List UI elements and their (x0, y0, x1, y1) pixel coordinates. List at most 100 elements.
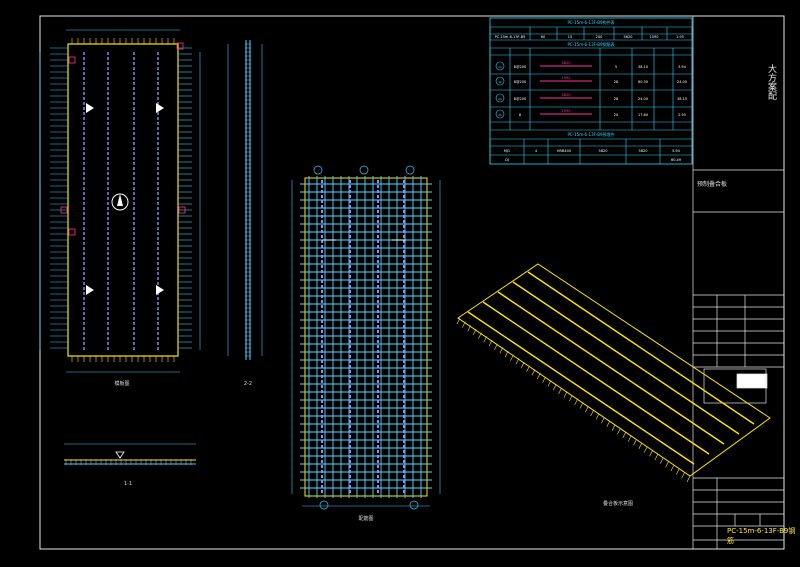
rebar-length: 5820 (562, 61, 571, 65)
embed-cell: MJ1 (504, 149, 510, 153)
iso-bar-end (520, 361, 525, 369)
rebar-spec: 8 (519, 113, 521, 117)
drawing-side-title: 大方案配 (766, 64, 776, 100)
iso-bar-end (590, 409, 594, 416)
iso-bar-end (681, 472, 685, 479)
main-table-cell: 60 (541, 35, 545, 39)
iso-truss-bar (512, 281, 740, 435)
title-block (692, 16, 784, 549)
rebar-id-bubble (495, 61, 505, 71)
rebar-bubble (409, 500, 419, 510)
section22-label: 2-2 (244, 381, 252, 387)
iso-bar-end (606, 420, 611, 428)
rebar-count: 20 (614, 113, 618, 117)
iso-bar-end (601, 417, 605, 424)
rebar-id: 1a (498, 65, 502, 69)
rebar-weight: 17.60 (638, 113, 648, 117)
iso-bar-end (659, 457, 664, 464)
iso-bar-end (611, 424, 616, 431)
iso-bar-end (627, 435, 632, 442)
iso-bar-end (595, 413, 600, 420)
iso-bar-end (499, 347, 504, 354)
rebar-count: 28 (614, 80, 618, 84)
rebar-total: 3.94 (678, 65, 687, 69)
embed-cell: DJ (505, 158, 509, 162)
rebar-length: 1590 (562, 109, 571, 113)
iso-bar-end (483, 336, 488, 343)
iso-slab-outline (457, 263, 771, 477)
embed-cell: 5820 (639, 149, 648, 153)
rebar-total: 2.95 (678, 113, 686, 117)
rebar-id: 2a (498, 97, 502, 101)
iso-truss-bar (482, 301, 710, 455)
iso-bar-end (456, 317, 461, 325)
rebar-id-bubble (495, 109, 505, 119)
rebar-length: 1990 (562, 76, 571, 80)
rebar-count: 5 (615, 65, 617, 69)
iso-truss-bar (467, 311, 695, 465)
rebar-bubble (313, 165, 323, 175)
iso-bar-end (569, 395, 573, 402)
rebar-id-bubble (495, 76, 505, 86)
rebar-plan-label: 配筋图 (358, 515, 373, 522)
embed-mark (178, 206, 186, 214)
iso-bar-end (478, 332, 482, 339)
drawing-number: PC-15m-6-13F-B9钢筋 (727, 527, 796, 545)
iso-bar-end (536, 372, 541, 380)
iso-bar-end (531, 369, 536, 376)
rebar-bubble (319, 500, 329, 510)
rebar-plan-outline (304, 177, 428, 497)
rebar-id: 2b (498, 113, 502, 117)
rebar-count: 28 (614, 97, 618, 101)
main-table-cell: 200 (596, 35, 603, 39)
rebar-weight: 60.30 (638, 80, 648, 84)
main-table-cell: 5620 (624, 35, 633, 39)
embed-cell: 60.49 (671, 158, 681, 162)
iso-bar-end (686, 475, 691, 483)
main-table-cell: 1590 (650, 35, 659, 39)
iso-bar-end (467, 325, 471, 332)
rebar-weight: 24.00 (638, 97, 648, 101)
iso-bar-end (665, 461, 669, 468)
lifting-point-marker (86, 285, 94, 295)
embed-table-title: PC-15m-6-13F-B9预埋件 (567, 131, 614, 137)
rebar-bubble (405, 165, 415, 175)
iso-bar-end (547, 380, 552, 387)
section11-label: 1-1 (124, 481, 132, 487)
iso-bar-end (563, 391, 568, 398)
iso-bar-end (462, 321, 466, 328)
rebar-spec: 8@200 (514, 97, 526, 101)
iso-truss-bar (497, 291, 725, 445)
lifting-point-marker (86, 103, 94, 113)
iso-bar-end (515, 358, 520, 365)
iso-bar-end (494, 343, 498, 350)
iso-bar-end (670, 464, 675, 472)
embed-mark (176, 42, 184, 50)
embed-mark (68, 56, 76, 64)
main-table-cell: 15 (568, 35, 572, 39)
iso-bar-end (472, 328, 477, 336)
rebar-total: 38.15 (677, 97, 687, 101)
main-table-cell: PC-15m-6-13F-B9 (495, 35, 526, 39)
iso-bar-end (510, 354, 514, 361)
iso-bar-end (617, 428, 621, 435)
iso-bar-end (633, 439, 637, 446)
project-label: 预制叠合板 (697, 181, 728, 188)
rebar-bubble (359, 165, 369, 175)
lifting-point-marker (156, 103, 164, 113)
iso-bar-end (558, 387, 562, 394)
rebar-table-title: PC-15m-6-13F-B9钢筋表 (567, 41, 614, 47)
rebar-spec: 8@200 (514, 80, 526, 84)
iso-bar-end (526, 365, 530, 372)
plan-outline (67, 43, 179, 357)
north-arrow-icon (117, 194, 123, 206)
rebar-weight: 38.10 (638, 65, 648, 69)
iso-bar-end (676, 468, 680, 475)
iso-bar-end (574, 398, 578, 405)
rebar-spec: 8@200 (514, 65, 526, 69)
plan-view-label: 模板图 (114, 380, 129, 387)
iso-bar-end (488, 339, 493, 347)
embed-cell: HRB400 (557, 149, 571, 153)
drawing-border (39, 15, 785, 550)
